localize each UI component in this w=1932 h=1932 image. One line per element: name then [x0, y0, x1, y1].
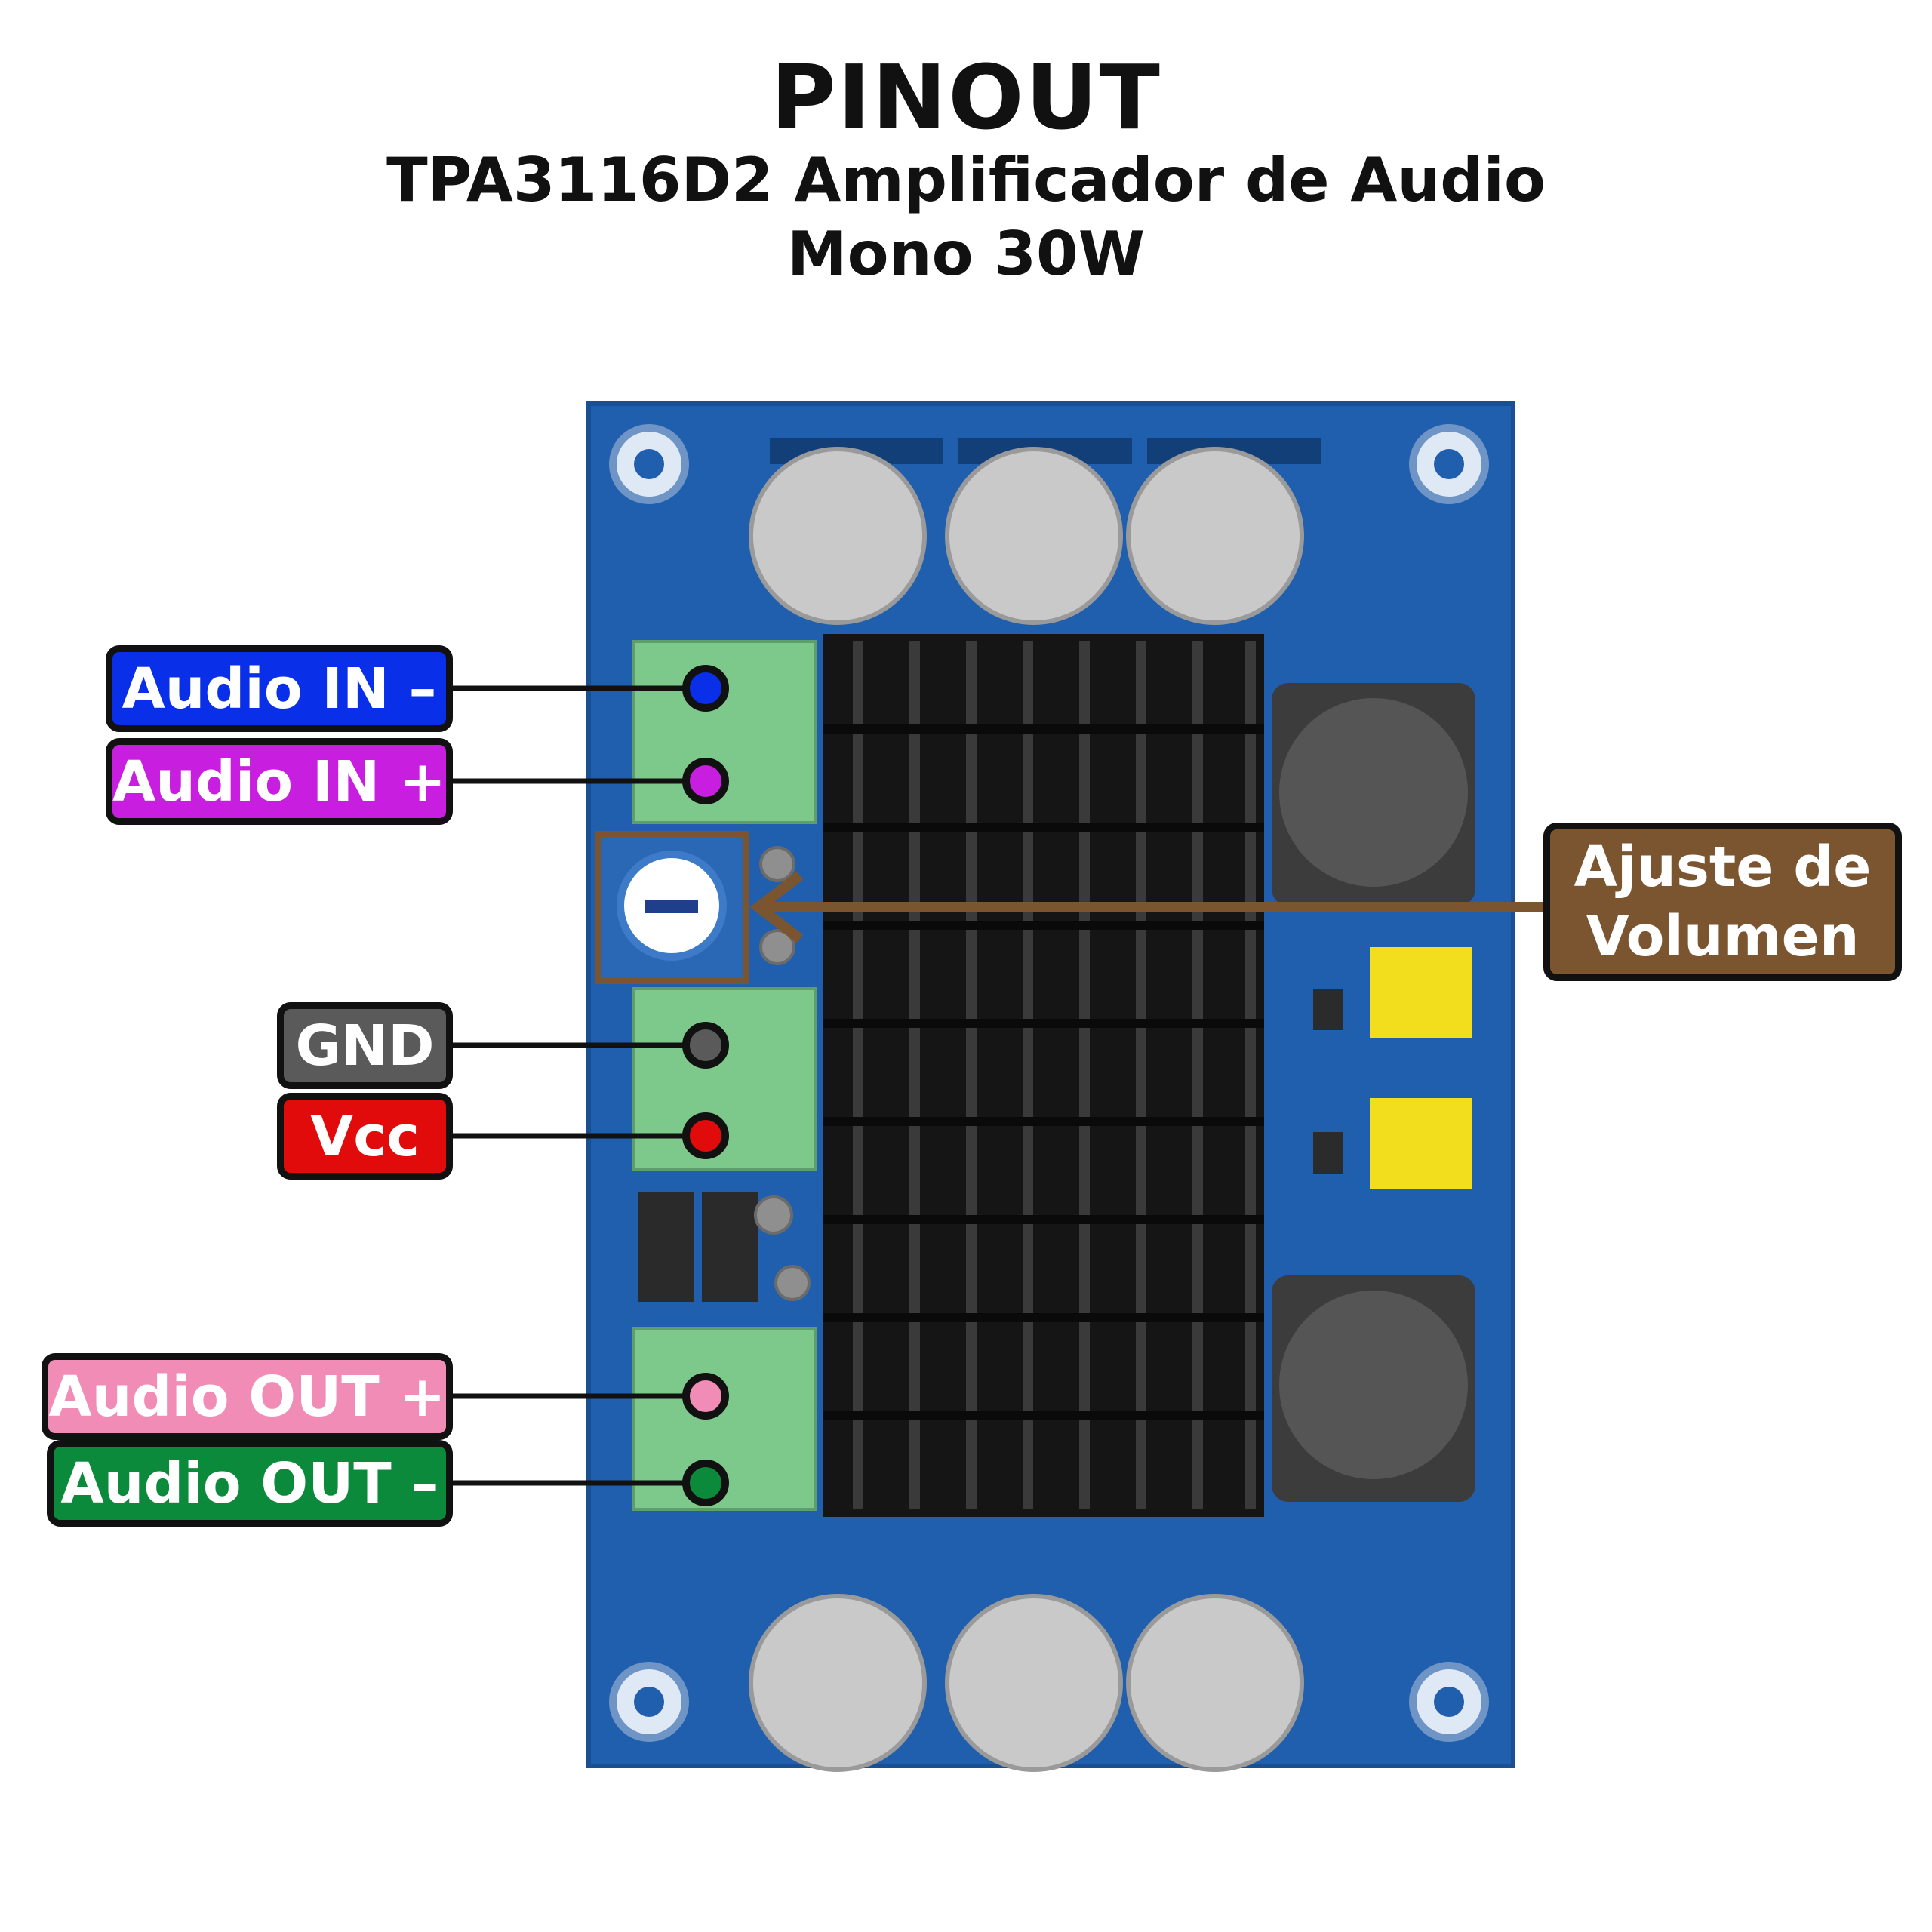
diodes — [638, 1192, 758, 1302]
volume-label-line1: Ajuste de — [1574, 835, 1872, 900]
pin-dot-audio-out-minus — [682, 1460, 729, 1506]
capacitors-bottom — [749, 1594, 1304, 1772]
label-audio-out-plus: Audio OUT + — [42, 1353, 453, 1440]
pin-dot-gnd — [682, 1022, 729, 1069]
volume-arrow — [749, 871, 1547, 943]
volume-label-line2: Volumen — [1586, 904, 1860, 969]
pin-dot-audio-in-minus — [682, 665, 729, 712]
label-gnd: GND — [277, 1002, 453, 1089]
label-volume-adjust: Ajuste de Volumen — [1543, 823, 1902, 981]
page-title: PINOUT — [771, 45, 1161, 149]
pin-dot-audio-in-plus — [682, 758, 729, 804]
small-capacitors — [754, 846, 811, 1301]
volume-potentiometer — [595, 831, 749, 984]
heatsink — [823, 634, 1264, 1517]
label-audio-out-minus: Audio OUT – — [47, 1440, 453, 1527]
label-audio-in-minus: Audio IN – — [106, 645, 453, 732]
page-subtitle-line2: Mono 30W — [787, 219, 1145, 289]
capacitors-top — [749, 438, 1321, 625]
pin-connector-lines — [453, 685, 706, 1486]
pin-dot-audio-out-plus — [682, 1373, 729, 1420]
label-audio-in-plus: Audio IN + — [106, 738, 453, 825]
pin-dot-vcc — [682, 1112, 729, 1159]
film-capacitors — [1313, 947, 1472, 1189]
terminal-blocks — [632, 640, 817, 1511]
inductors — [1272, 683, 1475, 1502]
page-subtitle-line1: TPA3116D2 Amplificador de Audio — [386, 145, 1546, 215]
label-vcc: Vcc — [277, 1093, 453, 1180]
